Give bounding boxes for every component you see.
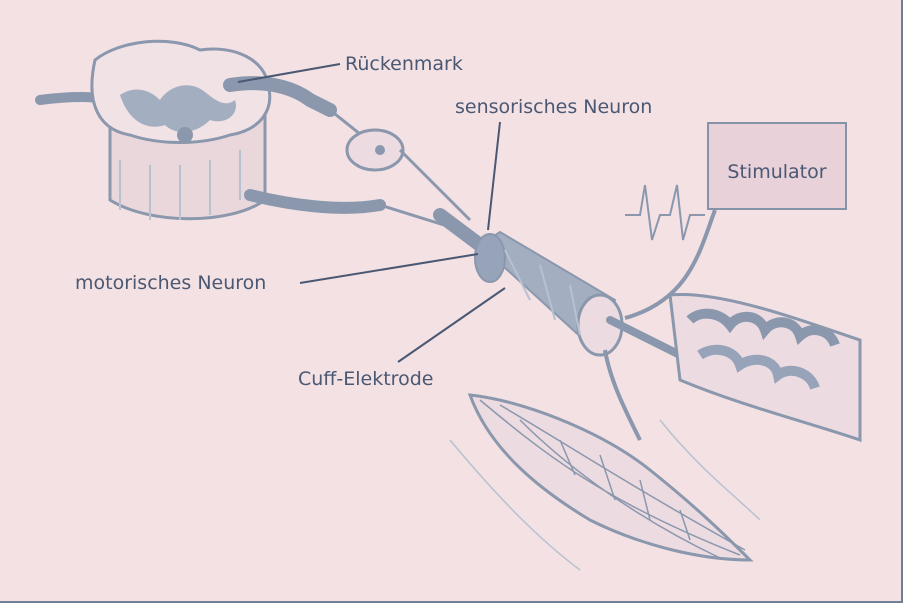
pulse-waveform-icon	[625, 185, 705, 240]
leader-line-sensory-neuron	[488, 122, 500, 230]
label-stimulator: Stimulator	[709, 161, 845, 183]
spinal-cord-drawing	[40, 41, 270, 220]
leader-line-cuff-electrode	[398, 288, 505, 362]
muscle-bundle-drawing	[450, 395, 760, 570]
label-cuff-electrode: Cuff-Elektrode	[298, 370, 433, 389]
label-sensory-neuron: sensorisches Neuron	[455, 98, 652, 117]
label-motor-neuron: motorisches Neuron	[75, 274, 266, 293]
leader-line-motor-neuron	[300, 254, 478, 283]
label-spinal-cord: Rückenmark	[345, 55, 463, 74]
stimulator-box: Stimulator	[707, 122, 847, 210]
muscle-branch-nerve	[605, 350, 640, 440]
muscle-tissue-drawing	[670, 294, 860, 440]
